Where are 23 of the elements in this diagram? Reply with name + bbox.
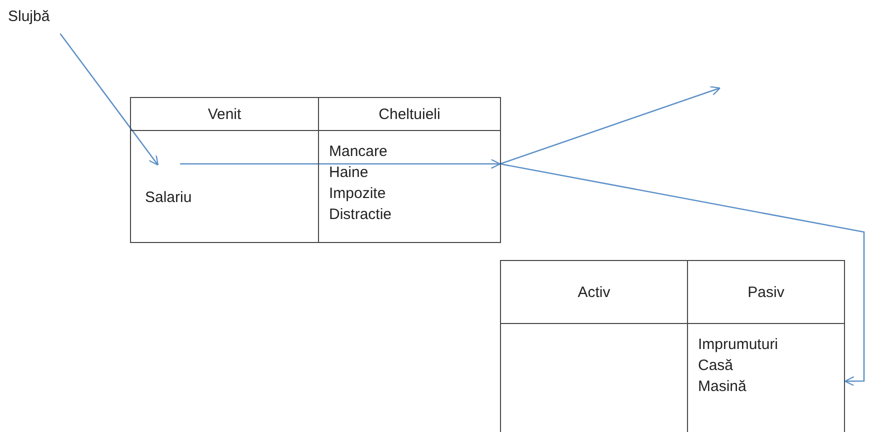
table-cell <box>500 260 688 324</box>
column-header: Activ <box>578 284 610 300</box>
cell-text: Salariu <box>145 188 192 208</box>
table-cell <box>687 260 845 324</box>
list-item: Impozite <box>329 184 386 204</box>
source-label: Slujbă <box>8 6 50 27</box>
list-item: Imprumuturi <box>698 335 778 355</box>
column-header: Venit <box>208 106 242 122</box>
arrow <box>500 163 865 386</box>
list-item: Distractie <box>329 205 392 225</box>
list-item: Masină <box>698 377 746 397</box>
arrow <box>500 86 721 165</box>
list-item: Casă <box>698 356 734 376</box>
arrow <box>60 33 159 166</box>
table-cell <box>318 130 501 243</box>
list-item: Mancare <box>329 142 388 162</box>
table-cell <box>130 97 319 131</box>
table-cell <box>318 97 501 131</box>
column-header: Cheltuieli <box>378 106 440 122</box>
arrow <box>180 158 501 169</box>
list-item: Haine <box>329 163 368 183</box>
table-cell <box>130 130 319 243</box>
column-header: Pasiv <box>748 284 784 300</box>
